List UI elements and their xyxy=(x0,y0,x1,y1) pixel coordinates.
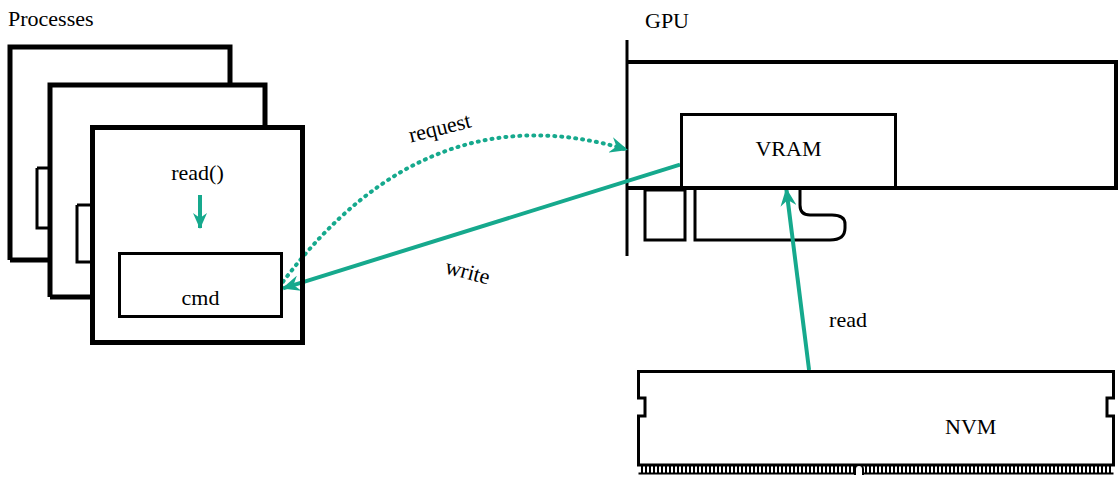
window-tab xyxy=(77,205,90,262)
cmd-buffer: cmd xyxy=(118,252,283,318)
read-arrow xyxy=(198,195,202,228)
edge-label: request xyxy=(403,108,476,148)
node-text: NVM xyxy=(945,414,996,440)
edge-label: read xyxy=(826,308,870,332)
section-label: Processes xyxy=(8,6,94,32)
edge-label: write xyxy=(440,254,496,290)
node-text: read() xyxy=(95,160,300,186)
vram-box: VRAM xyxy=(680,113,897,189)
process-box: read() cmd xyxy=(90,125,305,345)
node-text: cmd xyxy=(121,285,280,311)
data-arrow xyxy=(786,189,809,370)
gpu-connector xyxy=(645,190,685,240)
dimm-outline xyxy=(637,370,1115,475)
gpu-bracket xyxy=(626,40,629,256)
node-text: GPU xyxy=(645,8,689,34)
node-text: VRAM xyxy=(683,136,894,162)
gpu-connector xyxy=(695,190,845,240)
dimm-board xyxy=(639,372,1114,466)
gpu-card: GPUVRAM xyxy=(627,60,1118,190)
dimm-edge xyxy=(639,473,1114,475)
process-window xyxy=(10,47,230,260)
dimm-notch xyxy=(855,465,863,475)
nvm-module: NVM xyxy=(637,370,1115,475)
